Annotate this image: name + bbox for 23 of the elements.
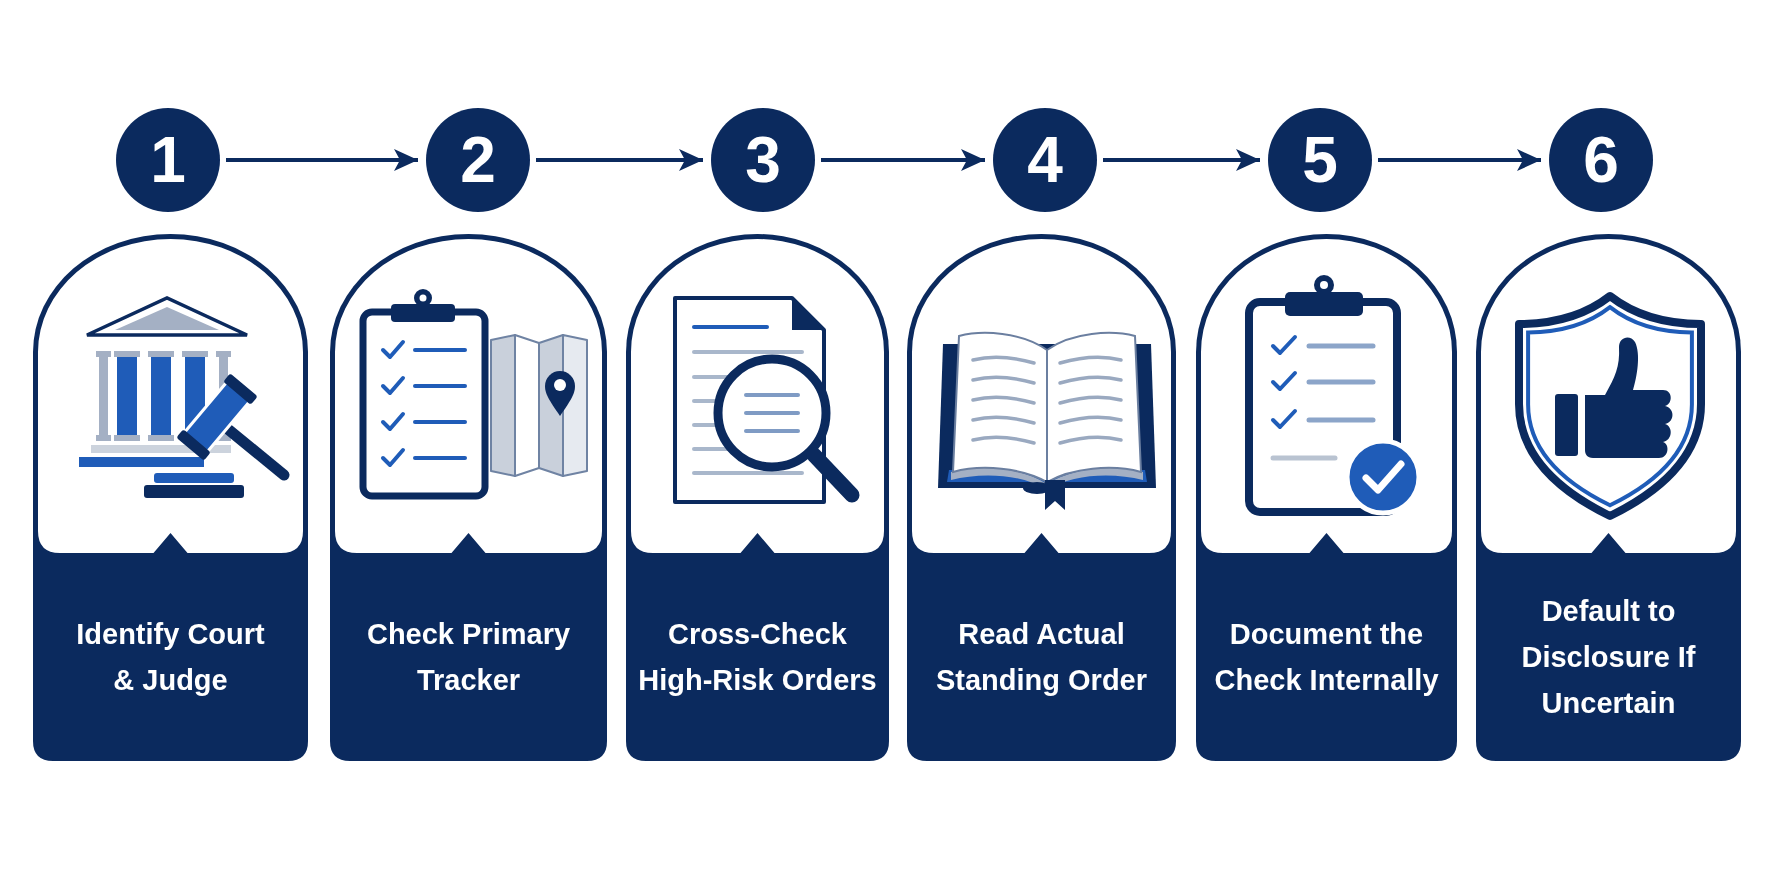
arrow — [1378, 149, 1541, 171]
arrow — [536, 149, 703, 171]
step-label: Read Actual Standing Order — [934, 617, 1149, 698]
step-card — [1476, 234, 1741, 761]
arrow — [226, 149, 418, 171]
arrow — [821, 149, 985, 171]
step-label: Document the Check Internally — [1213, 617, 1440, 698]
step-number: 5 — [1268, 108, 1372, 212]
step-label: Cross-Check High-Risk Orders — [637, 617, 878, 698]
arrow — [1103, 149, 1260, 171]
step-number: 3 — [711, 108, 815, 212]
step-number: 1 — [116, 108, 220, 212]
step-card — [1196, 234, 1457, 761]
step-label: Check Primary Tracker — [365, 617, 572, 698]
step-card — [330, 234, 607, 761]
step-number: 4 — [993, 108, 1097, 212]
step-label: Identify Court & Judge — [75, 617, 266, 698]
step-card — [33, 234, 308, 761]
step-number: 2 — [426, 108, 530, 212]
step-card — [626, 234, 889, 761]
step-number: 6 — [1549, 108, 1653, 212]
step-label: Default to Disclosure If Uncertain — [1520, 594, 1697, 721]
step-card — [907, 234, 1176, 761]
